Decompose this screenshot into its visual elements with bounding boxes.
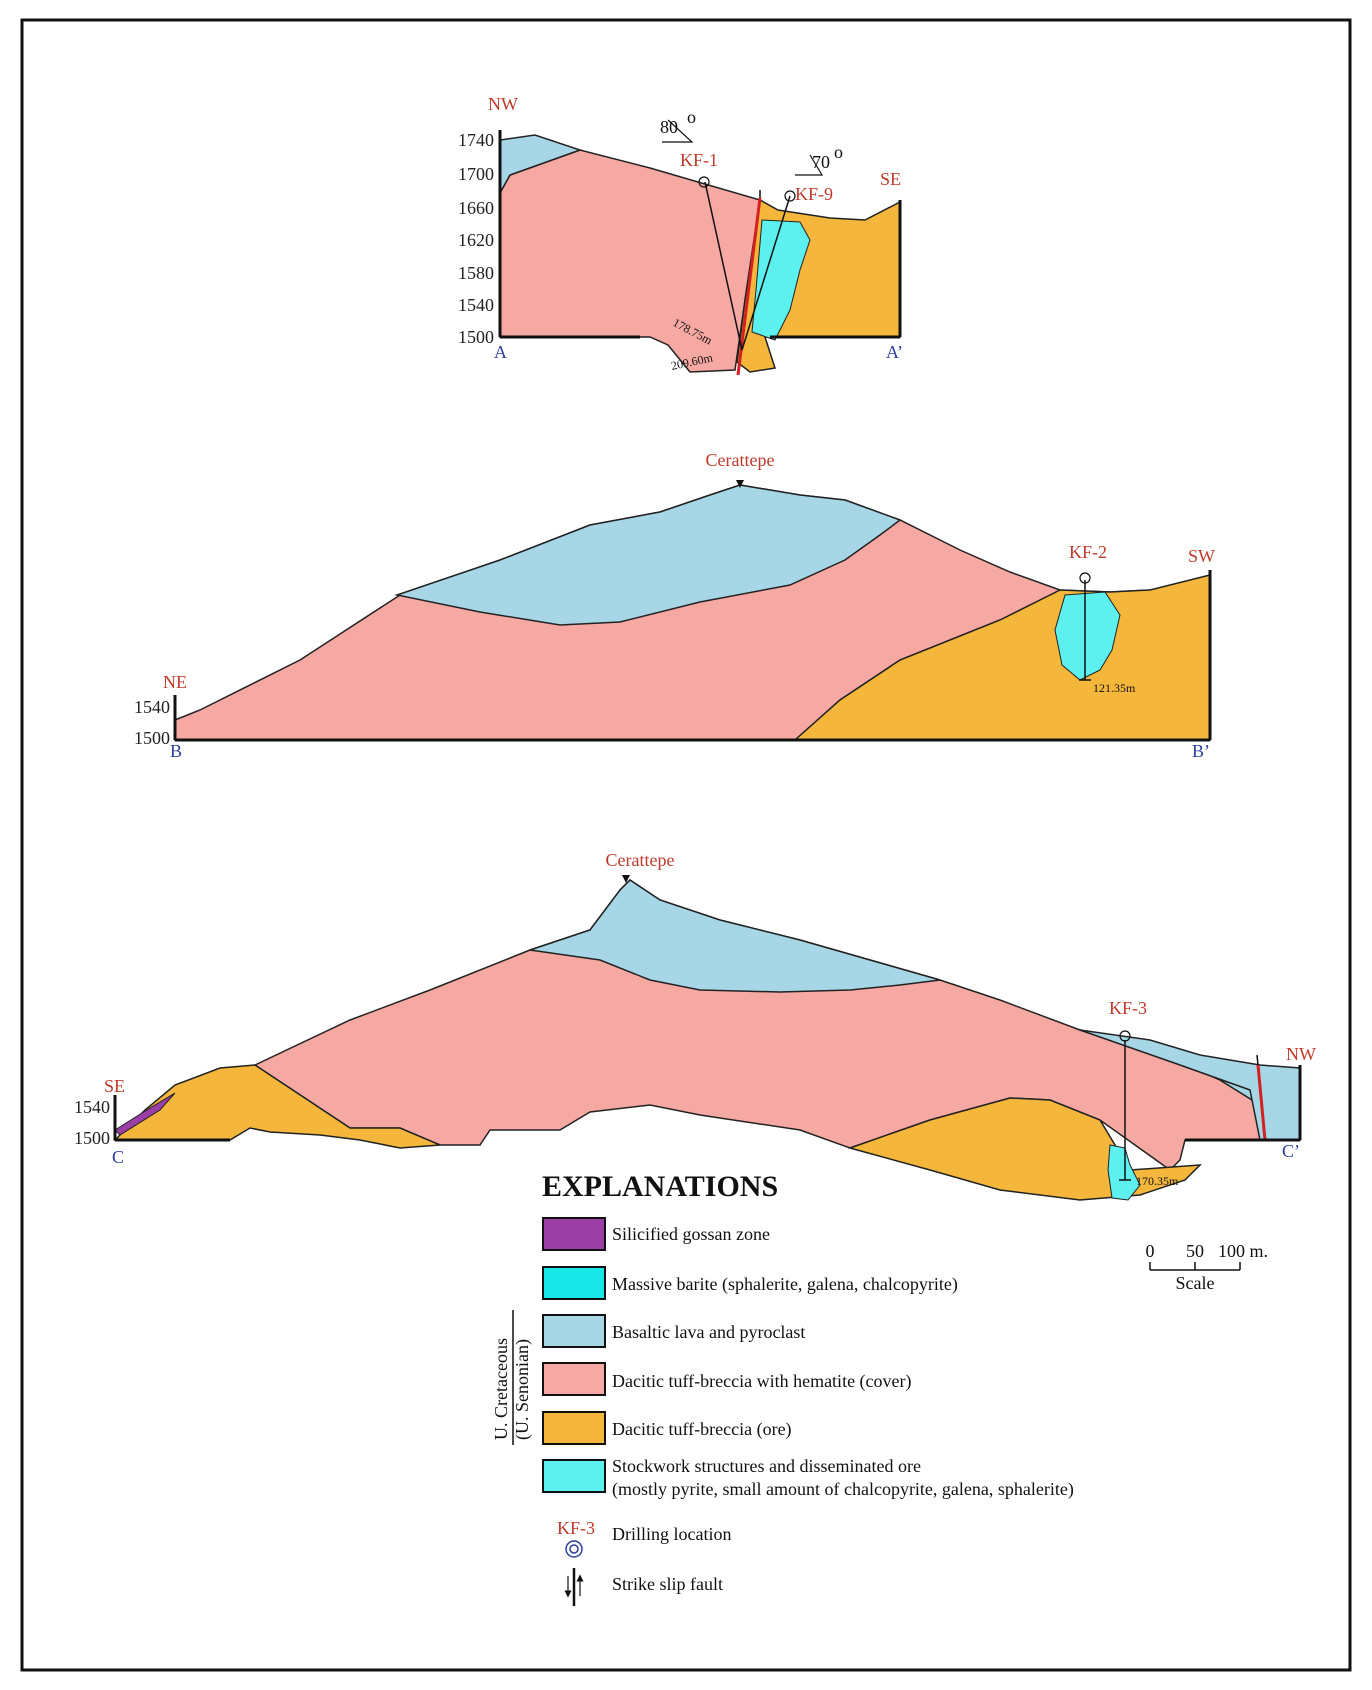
scale-label: Scale	[1176, 1273, 1215, 1293]
legend-swatch-stockwork	[542, 1459, 606, 1493]
direction-nw-c: NW	[1286, 1044, 1316, 1064]
elev-b-1540: 1540	[134, 697, 170, 717]
drill-symbol-kf-3	[1119, 1030, 1131, 1042]
legend-swatch-barite	[542, 1266, 606, 1300]
legend-group-label: U. Cretaceous (U. Senonian)	[491, 1310, 533, 1445]
legend-item-basalt: Basaltic lava and pyroclast	[612, 1322, 805, 1342]
elev-1740: 1740	[458, 130, 494, 150]
drilling-location-icon	[565, 1540, 583, 1558]
point-c-prime: C’	[1282, 1141, 1300, 1161]
section-c	[113, 875, 1302, 1201]
place-cerattepe-b: Cerattepe	[706, 450, 775, 470]
point-b-prime: B’	[1192, 741, 1210, 761]
legend-group-label-2: (U. Senonian)	[512, 1339, 533, 1440]
elev-1540: 1540	[458, 295, 494, 315]
point-a-prime: A’	[886, 342, 903, 362]
scale-tick-100: 100 m.	[1218, 1241, 1268, 1261]
legend-item-gossan: Silicified gossan zone	[612, 1224, 770, 1244]
legend-item-barite: Massive barite (sphalerite, galena, chal…	[612, 1274, 958, 1295]
legend-swatch-dacitic-cover	[542, 1362, 606, 1396]
legend-swatch-gossan	[542, 1217, 606, 1251]
legend-fault-label: Strike slip fault	[612, 1574, 723, 1594]
dip-angle-left: 80	[660, 117, 678, 137]
place-cerattepe-c: Cerattepe	[606, 850, 675, 870]
legend-item-stockwork-detail: (mostly pyrite, small amount of chalcopy…	[612, 1479, 1074, 1500]
legend-group-label-1: U. Cretaceous	[491, 1338, 511, 1440]
elev-b-1500: 1500	[134, 728, 170, 748]
legend-item-dacitic-cover: Dacitic tuff-breccia with hematite (cove…	[612, 1371, 912, 1392]
elev-1660: 1660	[458, 198, 494, 218]
well-kf-3-label: KF-3	[1109, 998, 1147, 1018]
legend-drill-code: KF-3	[557, 1518, 595, 1538]
legend-item-stockwork: Stockwork structures and disseminated or…	[612, 1456, 921, 1476]
section-a	[498, 119, 902, 376]
depth-label-b: 121.35m	[1093, 681, 1136, 695]
elev-c-1540: 1540	[74, 1097, 110, 1117]
degree-mark-left: o	[687, 107, 696, 127]
legend-drill-label: Drilling location	[612, 1524, 731, 1544]
scale-bar	[1149, 1262, 1241, 1271]
drill-symbol-kf-2	[1079, 572, 1091, 584]
well-kf-9-label: KF-9	[795, 184, 833, 204]
drill-symbol-kf-9	[784, 190, 796, 202]
elev-1620: 1620	[458, 230, 494, 250]
direction-ne: NE	[163, 672, 187, 692]
point-c: C	[112, 1147, 124, 1167]
well-kf-2-label: KF-2	[1069, 542, 1107, 562]
point-a: A	[494, 342, 507, 362]
section-b	[173, 480, 1212, 742]
degree-mark-right: o	[834, 142, 843, 162]
direction-se-c: SE	[104, 1076, 125, 1096]
legend-swatch-basalt	[542, 1314, 606, 1348]
point-b: B	[170, 741, 182, 761]
direction-sw: SW	[1188, 546, 1215, 566]
direction-nw: NW	[488, 94, 518, 114]
drill-symbol-kf-1	[698, 176, 710, 188]
elev-1580: 1580	[458, 263, 494, 283]
legend-item-dacitic-ore: Dacitic tuff-breccia (ore)	[612, 1419, 792, 1440]
elev-1700: 1700	[458, 164, 494, 184]
section-a-elevations: 1740 1700 1660 1620 1580 1540 1500	[458, 130, 494, 347]
direction-se: SE	[880, 169, 901, 189]
dip-angle-right: 70	[812, 152, 830, 172]
well-kf-1-label: KF-1	[680, 150, 718, 170]
depth-label-c: 170.35m	[1136, 1174, 1179, 1188]
elev-1500: 1500	[458, 327, 494, 347]
elev-c-1500: 1500	[74, 1128, 110, 1148]
strike-slip-fault-icon	[564, 1568, 584, 1606]
legend-swatch-dacitic-ore	[542, 1411, 606, 1445]
scale-tick-50: 50	[1186, 1241, 1204, 1261]
scale-tick-0: 0	[1146, 1241, 1155, 1261]
legend-title: EXPLANATIONS	[542, 1170, 778, 1203]
